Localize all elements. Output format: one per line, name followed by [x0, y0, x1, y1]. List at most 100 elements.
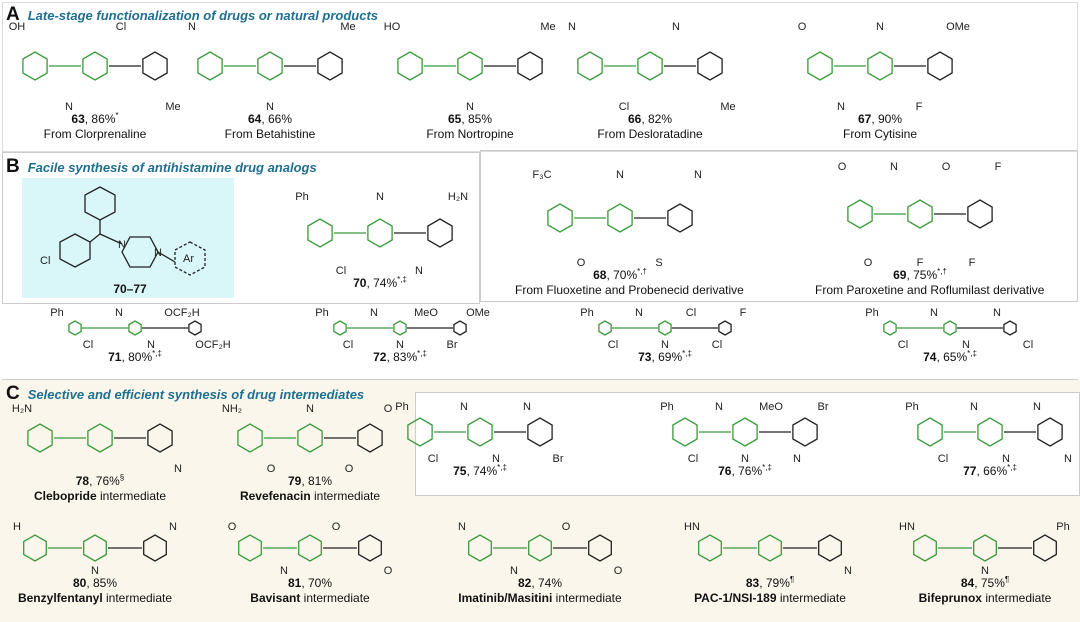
atom-label: Cl: [116, 21, 126, 33]
footnote-mark: *,‡: [397, 275, 407, 284]
drug-name: PAC-1/NSI-189: [694, 591, 777, 605]
atom-label: Ar: [183, 253, 194, 265]
atom-label: O: [614, 565, 623, 577]
atom-label: Cl: [938, 453, 948, 465]
compound-number: 69: [893, 268, 907, 282]
yield-value: , 85%: [86, 576, 118, 590]
yield-value: , 75%: [974, 576, 1005, 590]
drug-name: Bavisant: [250, 591, 301, 605]
compound-number: 77: [963, 464, 977, 478]
atom-label: Br: [818, 401, 829, 413]
compound-source: From Betahistine: [165, 127, 375, 142]
atom-label: N: [970, 401, 978, 413]
atom-label: Cl: [619, 101, 629, 113]
atom-label: Ph: [1056, 521, 1069, 533]
atom-label: Cl: [712, 339, 722, 351]
compound-yield: 64, 66%: [165, 112, 375, 127]
compound-number: 74: [923, 350, 937, 364]
yield-value: , 70%: [301, 576, 333, 590]
panel-a-frame: [2, 2, 1078, 152]
atom-label: N: [1033, 401, 1041, 413]
compound-number: 84: [960, 576, 975, 590]
source-text: intermediate: [102, 591, 173, 605]
atom-label: Cl: [608, 339, 618, 351]
compound-number: 82: [517, 576, 532, 590]
atom-label: Me: [340, 21, 355, 33]
yield-value: , 74%: [466, 464, 498, 478]
compound-number: 76: [718, 464, 732, 478]
atom-label: O: [384, 403, 393, 415]
atom-label: H₂N: [12, 403, 32, 415]
atom-label: N: [91, 565, 99, 577]
atom-label: N: [118, 239, 126, 251]
atom-label: N: [844, 565, 852, 577]
atom-label: H: [13, 521, 21, 533]
compound-yield: 67, 90%: [775, 112, 985, 127]
atom-label: N: [672, 21, 680, 33]
molecule-drawing: H N N: [13, 521, 177, 577]
footnote-mark: ¶: [789, 575, 795, 584]
atom-label: N: [370, 307, 378, 319]
source-text: From Paroxetine and Roflumilast derivati…: [815, 283, 1045, 297]
source-text: From Clorprenaline: [43, 127, 147, 141]
compound-yield: 82, 74%: [435, 576, 645, 591]
atom-label: Cl: [686, 307, 696, 319]
atom-label: Cl: [428, 453, 438, 465]
atom-label: Ph: [905, 401, 918, 413]
compound-source: From Desloratadine: [545, 127, 755, 142]
compound-source: From Nortropine: [365, 127, 575, 142]
atom-label: N: [876, 21, 884, 33]
compound-yield: 75, 74%*,‡: [375, 464, 585, 479]
atom-label: Cl: [343, 339, 353, 351]
source-text: intermediate: [552, 591, 622, 605]
panel-b-right-frame: [480, 150, 1078, 302]
general-structure-label: 70–77: [113, 282, 147, 296]
compound-number: 64: [247, 112, 262, 126]
compound-source: Clebopride intermediate: [0, 489, 205, 504]
compound-number: 70: [353, 276, 367, 290]
footnote-mark: *,‡: [152, 349, 162, 358]
source-text: intermediate: [310, 489, 381, 503]
panel-letter: B: [6, 156, 20, 177]
yield-value: , 66%: [261, 112, 293, 126]
atom-label: N: [510, 565, 518, 577]
yield-value: , 82%: [641, 112, 673, 126]
drug-name: Imatinib/Masitini: [458, 591, 553, 605]
compound-source: From Paroxetine and Roflumilast derivati…: [815, 283, 1044, 298]
atom-label: N: [1002, 453, 1010, 465]
compound-yield: 79, 81%: [205, 474, 415, 489]
compound-yield: 73, 69%*,‡: [560, 350, 770, 365]
yield-value: , 74%: [366, 276, 398, 290]
atom-label: N: [147, 339, 155, 351]
compound-yield: 76, 76%*,‡: [640, 464, 850, 479]
yield-value: , 81%: [301, 474, 333, 488]
panel-title: Facile synthesis of antihistamine drug a…: [27, 160, 317, 175]
yield-value: , 74%: [531, 576, 563, 590]
source-text: intermediate: [300, 591, 370, 605]
atom-label: MeO: [414, 307, 438, 319]
compound-yield: 77, 66%*,‡: [885, 464, 1080, 479]
atom-label: N: [174, 463, 182, 475]
yield-value: , 85%: [461, 112, 493, 126]
atom-label: N: [306, 403, 314, 415]
atom-label: N: [169, 521, 177, 533]
